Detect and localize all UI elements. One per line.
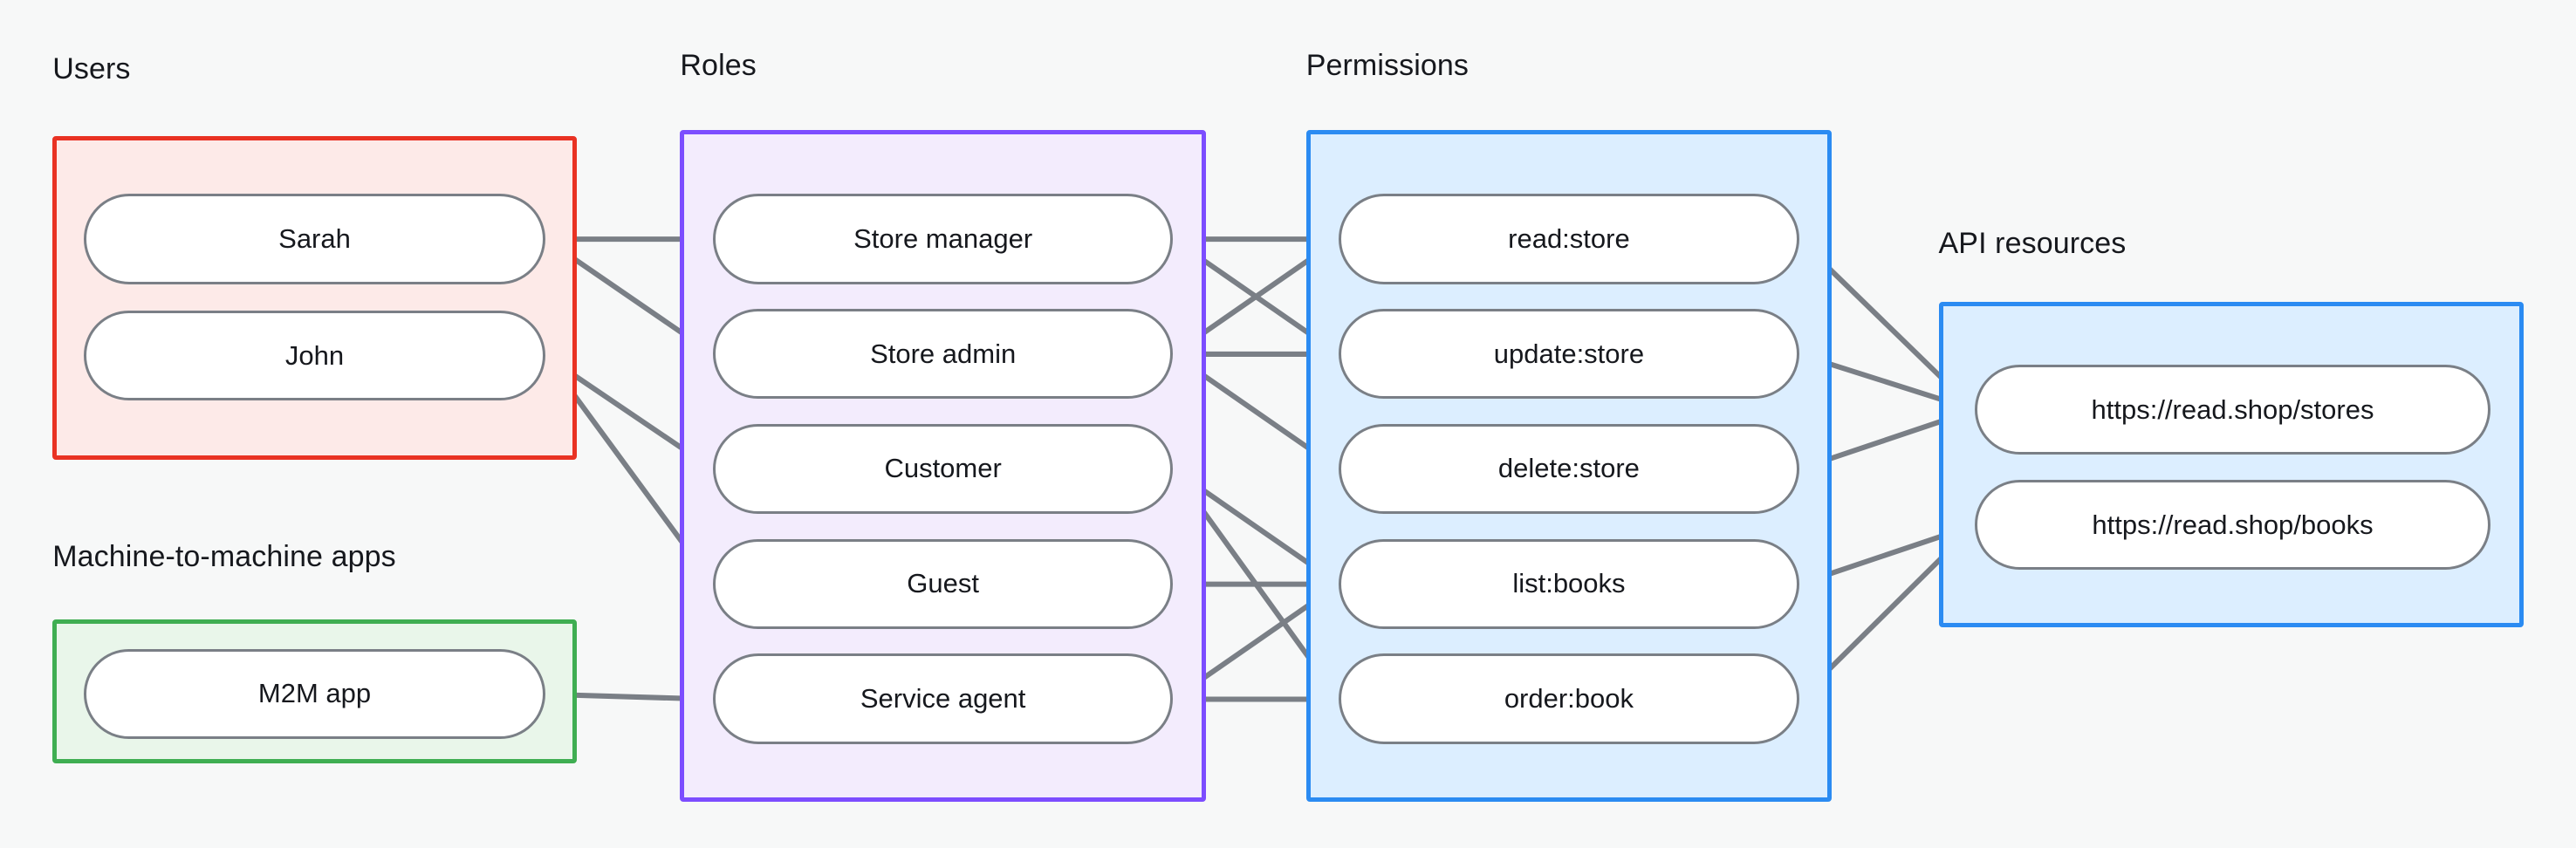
node-store-manager[interactable]: Store manager — [713, 194, 1174, 284]
node-guest[interactable]: Guest — [713, 538, 1174, 630]
node-stores-url[interactable]: https://read.shop/stores — [1974, 364, 2491, 455]
node-customer[interactable]: Customer — [713, 423, 1174, 515]
node-update-store[interactable]: update:store — [1339, 308, 1799, 400]
node-order-book[interactable]: order:book — [1339, 653, 1799, 744]
node-list-books[interactable]: list:books — [1339, 538, 1799, 630]
group-label-m2m: Machine-to-machine apps — [52, 540, 396, 574]
node-john[interactable]: John — [84, 310, 546, 401]
group-box-users — [52, 136, 577, 461]
node-books-url[interactable]: https://read.shop/books — [1974, 479, 2491, 571]
node-service-agent[interactable]: Service agent — [713, 653, 1174, 744]
node-read-store[interactable]: read:store — [1339, 194, 1799, 284]
group-label-roles: Roles — [680, 49, 757, 83]
group-box-api-resources — [1938, 302, 2524, 628]
node-delete-store[interactable]: delete:store — [1339, 423, 1799, 515]
node-m2m-app[interactable]: M2M app — [84, 648, 546, 740]
node-store-admin[interactable]: Store admin — [713, 308, 1174, 400]
node-sarah[interactable]: Sarah — [84, 194, 546, 284]
group-label-api-resources: API resources — [1938, 226, 2127, 260]
group-label-permissions: Permissions — [1305, 49, 1469, 83]
group-label-users: Users — [52, 52, 131, 86]
